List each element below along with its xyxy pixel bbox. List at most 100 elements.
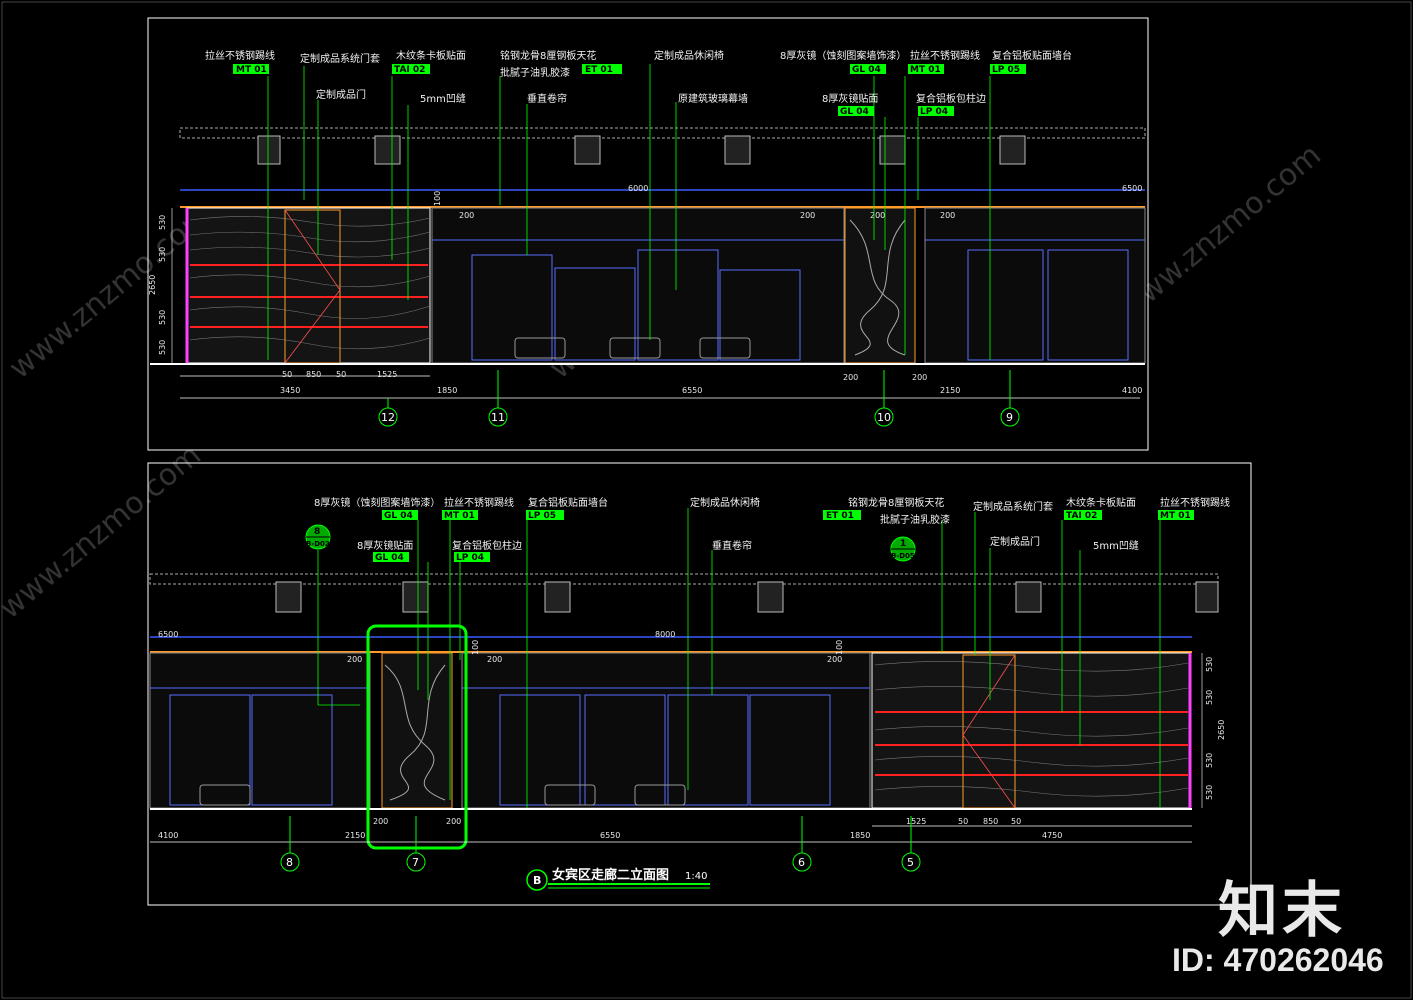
top-leaders bbox=[267, 64, 991, 360]
bottom-side-530-3: 530 bbox=[1205, 753, 1214, 768]
top-axis-12: 12 bbox=[381, 411, 395, 424]
top-beams bbox=[257, 135, 1026, 165]
top-label-8: 垂直卷帘 bbox=[527, 92, 567, 105]
bottom-red-stripes bbox=[875, 711, 1188, 776]
bottom-axis-5: 5 bbox=[907, 856, 914, 869]
bottom-label-7: 垂直卷帘 bbox=[712, 539, 752, 552]
bottom-beams bbox=[275, 581, 1219, 613]
top-code-14: LP 04 bbox=[920, 107, 948, 117]
bottom-leaders bbox=[317, 508, 1161, 808]
top-bot-3450: 3450 bbox=[280, 386, 300, 395]
top-label-10: 原建筑玻璃幕墙 bbox=[678, 92, 748, 105]
bottom-dim-200-b: 200 bbox=[487, 655, 502, 664]
bottom-code-5: LP 04 bbox=[456, 553, 484, 563]
bottom-label-9: 批腻子油乳胶漆 bbox=[880, 513, 950, 526]
bottom-axes bbox=[280, 816, 921, 872]
bottom-label-5: 复合铝板包柱边 bbox=[452, 539, 522, 552]
watermark-brand: 知末 bbox=[1218, 876, 1346, 946]
top-label-9: 定制成品休闲椅 bbox=[654, 49, 724, 62]
top-axis-11: 11 bbox=[491, 411, 505, 424]
top-label-5: 5mm凹缝 bbox=[420, 92, 466, 105]
bottom-label-11: 定制成品门 bbox=[990, 535, 1040, 548]
bottom-code-1: GL 04 bbox=[384, 511, 413, 521]
bottom-label-2: 8厚灰镜贴面 bbox=[357, 539, 413, 552]
bottom-bot-1850: 1850 bbox=[850, 831, 870, 840]
bottom-code-4: LP 05 bbox=[528, 511, 556, 521]
top-label-11: 8厚灰镜（蚀刻图案墙饰漆） bbox=[780, 49, 906, 62]
top-code-1: MT 01 bbox=[236, 65, 267, 75]
bottom-label-12: 木纹条卡板贴面 bbox=[1066, 496, 1136, 509]
bottom-side-530-1: 530 bbox=[1205, 657, 1214, 672]
top-axes bbox=[378, 370, 1020, 427]
bottom-elevation: 6500 8000 200 200 100 100 200 530 530 53… bbox=[147, 462, 1252, 906]
top-code-4: TAI 02 bbox=[394, 65, 425, 75]
bottom-dim-100-b: 100 bbox=[835, 640, 844, 655]
bottom-ceiling-slab bbox=[149, 573, 1219, 585]
bottom-code-8: ET 01 bbox=[826, 511, 854, 521]
top-dim-200-a: 200 bbox=[459, 211, 474, 220]
top-bot-1525: 1525 bbox=[377, 370, 397, 379]
top-dim-100: 100 bbox=[433, 191, 442, 206]
top-label-7: 批腻子油乳胶漆 bbox=[500, 66, 570, 79]
watermark-site-4: www.znzmo.com bbox=[0, 438, 208, 627]
top-wood-wall bbox=[186, 207, 431, 364]
bottom-mirror-column bbox=[381, 652, 453, 809]
top-bot-200-a: 200 bbox=[843, 373, 858, 382]
bottom-label-1: 8厚灰镜（蚀刻图案墙饰漆） bbox=[314, 496, 440, 509]
top-bot-4100: 4100 bbox=[1122, 386, 1142, 395]
top-red-stripes bbox=[190, 264, 428, 328]
top-wood-grain bbox=[189, 216, 431, 350]
bottom-label-8: 铭钢龙骨8厘钢板天花 bbox=[848, 496, 944, 509]
top-side-530-1: 530 bbox=[158, 215, 167, 230]
top-bot-2150: 2150 bbox=[940, 386, 960, 395]
bottom-dim-8000: 8000 bbox=[655, 630, 675, 639]
bottom-axis-7: 7 bbox=[412, 856, 419, 869]
watermark-id: ID: 470262046 bbox=[1172, 942, 1384, 978]
bottom-bot-2150: 2150 bbox=[345, 831, 365, 840]
top-label-3: 定制成品门 bbox=[316, 88, 366, 101]
bottom-wood-wall bbox=[871, 652, 1191, 809]
bottom-bot-200-a: 200 bbox=[373, 817, 388, 826]
detail-ref-2: 1 B-D05 bbox=[890, 536, 916, 562]
top-side-530-3: 530 bbox=[158, 310, 167, 325]
highlight-column-box bbox=[366, 624, 468, 850]
svg-text:B-D02: B-D02 bbox=[306, 540, 330, 548]
top-glass-wall-2 bbox=[924, 207, 1146, 364]
bottom-side-530-2: 530 bbox=[1205, 690, 1214, 705]
title-text: 女宾区走廊二立面图 bbox=[552, 867, 669, 883]
detail-ref-1: 8 B-D02 bbox=[305, 524, 331, 550]
top-code-6: ET 01 bbox=[585, 65, 613, 75]
bottom-dim-100-a: 100 bbox=[471, 640, 480, 655]
top-elevation: 6000 6500 100 200 200 200 200 530 530 53… bbox=[147, 17, 1149, 451]
bottom-axis-6: 6 bbox=[798, 856, 805, 869]
top-bot-50-a: 50 bbox=[282, 370, 292, 379]
bottom-bot-4750: 4750 bbox=[1042, 831, 1062, 840]
bottom-bot-200-b: 200 bbox=[446, 817, 461, 826]
bottom-dim-6500: 6500 bbox=[158, 630, 178, 639]
top-code-12: GL 04 bbox=[840, 107, 869, 117]
top-frame bbox=[147, 17, 1149, 451]
top-bot-50-b: 50 bbox=[336, 370, 346, 379]
top-axis-9: 9 bbox=[1006, 411, 1013, 424]
top-side-2650: 2650 bbox=[148, 275, 157, 295]
top-bot-850: 850 bbox=[306, 370, 321, 379]
top-bot-200-b: 200 bbox=[912, 373, 927, 382]
top-side-530-4: 530 bbox=[158, 340, 167, 355]
bottom-label-3: 拉丝不锈钢踢线 bbox=[444, 496, 514, 509]
top-label-1: 拉丝不锈钢踢线 bbox=[205, 49, 275, 62]
bottom-dim-200-c: 200 bbox=[827, 655, 842, 664]
bottom-label-4: 复合铝板贴面墙台 bbox=[528, 496, 608, 509]
bottom-side-530-4: 530 bbox=[1205, 785, 1214, 800]
top-label-2: 定制成品系统门套 bbox=[300, 52, 380, 65]
top-code-13: MT 01 bbox=[910, 65, 941, 75]
top-code-15: LP 05 bbox=[992, 65, 1020, 75]
drawing-title: B 女宾区走廊二立面图 1:40 bbox=[526, 867, 710, 891]
bottom-label-14: 拉丝不锈钢踢线 bbox=[1160, 496, 1230, 509]
top-dim-200-b: 200 bbox=[800, 211, 815, 220]
top-bot-1850: 1850 bbox=[437, 386, 457, 395]
bottom-code-2: GL 04 bbox=[375, 553, 404, 563]
top-label-13: 拉丝不锈钢踢线 bbox=[910, 49, 980, 62]
svg-text:B-D05: B-D05 bbox=[891, 552, 915, 560]
bottom-code-3: MT 01 bbox=[444, 511, 475, 521]
svg-text:1: 1 bbox=[900, 539, 906, 549]
